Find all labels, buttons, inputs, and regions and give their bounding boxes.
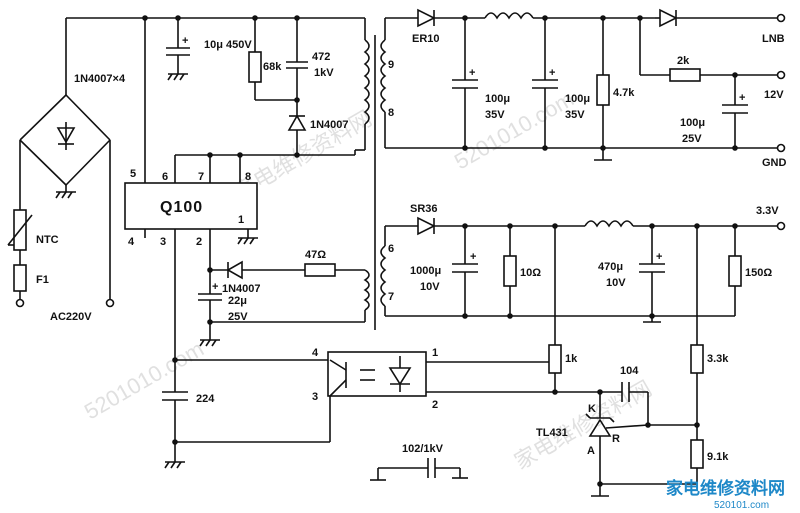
c470-volt: 10V [606, 277, 626, 289]
svg-text:+: + [469, 67, 475, 79]
r33k-label: 3.3k [707, 353, 729, 365]
fuse: F1 [13, 264, 49, 292]
ac-input-label: AC220V [50, 311, 92, 323]
svg-text:7: 7 [388, 291, 394, 303]
3v3-label: 3.3V [756, 205, 779, 217]
snubber-network: 68k 472 1kV 1N4007 [248, 18, 349, 158]
svg-text:+: + [656, 251, 662, 263]
ntc-thermistor: NTC [7, 209, 59, 251]
er10-label: ER10 [412, 33, 440, 45]
svg-text:8: 8 [245, 171, 251, 183]
svg-text:6: 6 [162, 171, 168, 183]
svg-text:1: 1 [432, 347, 438, 359]
c100c-label: 100μ [680, 117, 705, 129]
c100c-volt: 25V [682, 133, 702, 145]
background-watermarks: 家电维修资料网 5201010.com 5201010.com 家电维修资料网 [80, 86, 656, 474]
c1000-volt: 10V [420, 281, 440, 293]
c472-label: 472 [312, 51, 330, 63]
svg-text:K: K [588, 403, 596, 415]
svg-text:8: 8 [388, 107, 394, 119]
c100a-label: 100μ [485, 93, 510, 105]
c470-label: 470μ [598, 261, 623, 273]
c102-label: 102/1kV [402, 443, 444, 455]
svg-text:2: 2 [432, 399, 438, 411]
svg-text:9: 9 [388, 59, 394, 71]
y-capacitor: 102/1kV [370, 443, 468, 481]
sr36-label: SR36 [410, 203, 438, 215]
aux-supply: 1N4007 47Ω + 22μ 25V [198, 249, 370, 347]
c104-label: 104 [620, 365, 639, 377]
ac-input: AC220V [15, 162, 115, 323]
bulk-cap-label: 10μ 450V [204, 39, 252, 51]
bridge-label: 1N4007×4 [74, 73, 126, 85]
3v3-output: 6 7 SR36 3.3V + 1000μ 10V 10Ω 1k [380, 203, 786, 484]
c100b-volt: 35V [565, 109, 585, 121]
c472-volt: 1kV [314, 67, 334, 79]
tl431-regulator: 104 K R A TL431 [536, 365, 697, 497]
bulk-capacitor: + 10μ 450V [166, 18, 252, 81]
ac-terminal-l [15, 298, 25, 308]
r150-label: 150Ω [745, 267, 772, 279]
c22-volt: 25V [228, 311, 248, 323]
logo-text: 家电维修资料网 [666, 478, 785, 498]
site-logo: 家电维修资料网 520101.com [666, 478, 785, 511]
c100b-label: 100μ [565, 93, 590, 105]
q100-controller: Q100 5 6 7 8 1 4 3 2 [124, 18, 258, 360]
c1000-label: 1000μ [410, 265, 441, 277]
r91k-label: 9.1k [707, 451, 729, 463]
r68k-label: 68k [263, 61, 282, 73]
svg-text:+: + [212, 281, 218, 293]
svg-text:1: 1 [238, 214, 244, 226]
lnb-12v-output: 9 8 ER10 + 100μ 35V + 100μ 35V 4.7k [380, 8, 787, 169]
svg-text:3: 3 [160, 236, 166, 248]
svg-text:+: + [470, 251, 476, 263]
c100a-volt: 35V [485, 109, 505, 121]
fuse-label: F1 [36, 274, 49, 286]
svg-text:6: 6 [388, 243, 394, 255]
r10-label: 10Ω [520, 267, 541, 279]
svg-text:2: 2 [196, 236, 202, 248]
svg-text:4: 4 [312, 347, 319, 359]
watermark-faint-2: 5201010.com [450, 86, 578, 174]
ntc-label: NTC [36, 234, 59, 246]
svg-text:3: 3 [312, 391, 318, 403]
optocoupler: 4 3 1 2 [305, 347, 600, 411]
tl431-label: TL431 [536, 427, 568, 439]
c22-label: 22μ [228, 295, 247, 307]
r2k-label: 2k [677, 55, 690, 67]
feedback-primary: 224 [162, 357, 331, 469]
svg-text:+: + [549, 67, 555, 79]
transformer-primary [355, 18, 376, 330]
r1k-label: 1k [565, 353, 578, 365]
gnd-label: GND [762, 157, 787, 169]
bridge-rectifier: 1N4007×4 [19, 18, 126, 199]
c224-label: 224 [196, 393, 215, 405]
svg-text:7: 7 [198, 171, 204, 183]
logo-url: 520101.com [714, 500, 769, 511]
r47-label: 47Ω [305, 249, 326, 261]
watermark-faint-4: 家电维修资料网 [510, 376, 656, 475]
lnb-label: LNB [762, 33, 785, 45]
svg-text:A: A [587, 445, 595, 457]
snub-diode-label: 1N4007 [310, 119, 349, 131]
svg-text:4: 4 [128, 236, 135, 248]
ac-terminal-n [105, 298, 115, 308]
12v-label: 12V [764, 89, 784, 101]
svg-text:+: + [739, 92, 745, 104]
q100-body [124, 182, 258, 230]
svg-text:+: + [182, 35, 188, 47]
q100-label: Q100 [160, 199, 203, 216]
svg-text:5: 5 [130, 168, 136, 180]
r47k-label: 4.7k [613, 87, 635, 99]
svg-text:R: R [612, 433, 620, 445]
aux-diode-label: 1N4007 [222, 283, 261, 295]
watermark-faint-3: 5201010.com [80, 336, 208, 424]
